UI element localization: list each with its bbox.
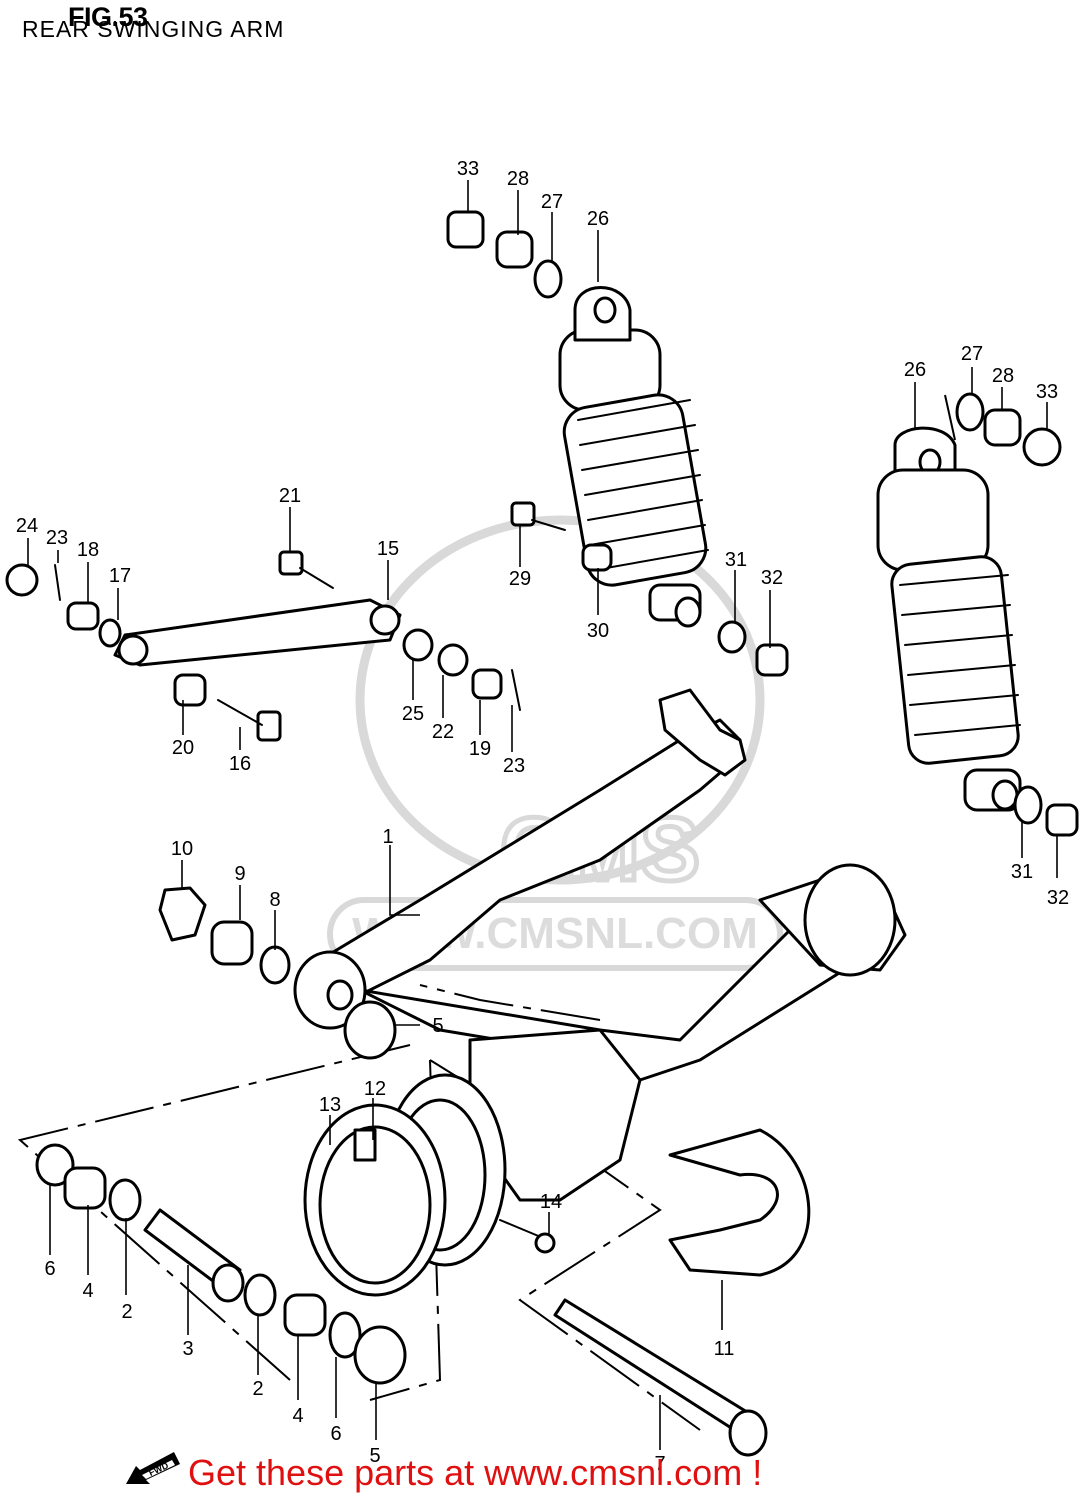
label-2: 2: [121, 1301, 132, 1323]
label-24: 24: [16, 515, 38, 537]
leader-lines: [27, 180, 1058, 1450]
label-13: 13: [319, 1094, 341, 1116]
footer-link[interactable]: Get these parts at www.cmsnl.com !: [188, 1452, 763, 1493]
label-23: 23: [503, 755, 525, 777]
label-21: 21: [279, 485, 301, 507]
label-2: 2: [252, 1378, 263, 1400]
label-28: 28: [992, 365, 1014, 387]
rear-shock-left: [558, 286, 709, 628]
label-11: 11: [714, 1338, 735, 1360]
label-4: 4: [82, 1280, 93, 1302]
figure-subtitle: REAR SWINGING ARM: [22, 16, 285, 42]
label-20: 20: [172, 737, 194, 759]
label-17: 17: [109, 565, 131, 587]
label-19: 19: [469, 738, 491, 760]
label-15: 15: [377, 538, 399, 560]
label-14: 14: [540, 1191, 562, 1213]
small-parts: [5, 210, 1079, 1457]
part-labels: 1 2 2 3 4 4 5 5 6 6 7 8 9 10 11 12 13 14…: [16, 158, 1069, 1475]
label-9: 9: [234, 863, 245, 885]
label-30: 30: [587, 620, 609, 642]
label-18: 18: [77, 539, 99, 561]
label-23: 23: [46, 527, 68, 549]
label-16: 16: [229, 753, 251, 775]
rear-shock-right: [876, 426, 1022, 812]
label-27: 27: [961, 343, 983, 365]
label-31: 31: [725, 549, 747, 571]
label-10: 10: [171, 838, 193, 860]
label-26: 26: [904, 359, 926, 381]
drive-housing: [303, 1073, 507, 1297]
label-5: 5: [369, 1445, 380, 1467]
label-31: 31: [1011, 861, 1033, 883]
fwd-arrow-icon: FWD: [126, 1452, 180, 1484]
label-6: 6: [44, 1258, 55, 1280]
label-27: 27: [541, 191, 563, 213]
label-8: 8: [269, 889, 280, 911]
torque-rod: [113, 598, 402, 667]
label-5: 5: [432, 1015, 443, 1037]
label-28: 28: [507, 168, 529, 190]
label-1: 1: [382, 826, 393, 848]
label-33: 33: [1036, 381, 1058, 403]
label-3: 3: [182, 1338, 193, 1360]
label-12: 12: [364, 1078, 386, 1100]
figure-title: FIG.53: [68, 2, 148, 32]
label-32: 32: [761, 567, 783, 589]
label-32: 32: [1047, 887, 1069, 909]
label-6: 6: [330, 1423, 341, 1445]
label-29: 29: [509, 568, 531, 590]
label-33: 33: [457, 158, 479, 180]
label-22: 22: [432, 721, 454, 743]
cover: [668, 1128, 811, 1277]
label-25: 25: [402, 703, 424, 725]
label-4: 4: [292, 1405, 303, 1427]
label-26: 26: [587, 208, 609, 230]
swinging-arm: [293, 688, 907, 1202]
label-7: 7: [654, 1453, 665, 1475]
